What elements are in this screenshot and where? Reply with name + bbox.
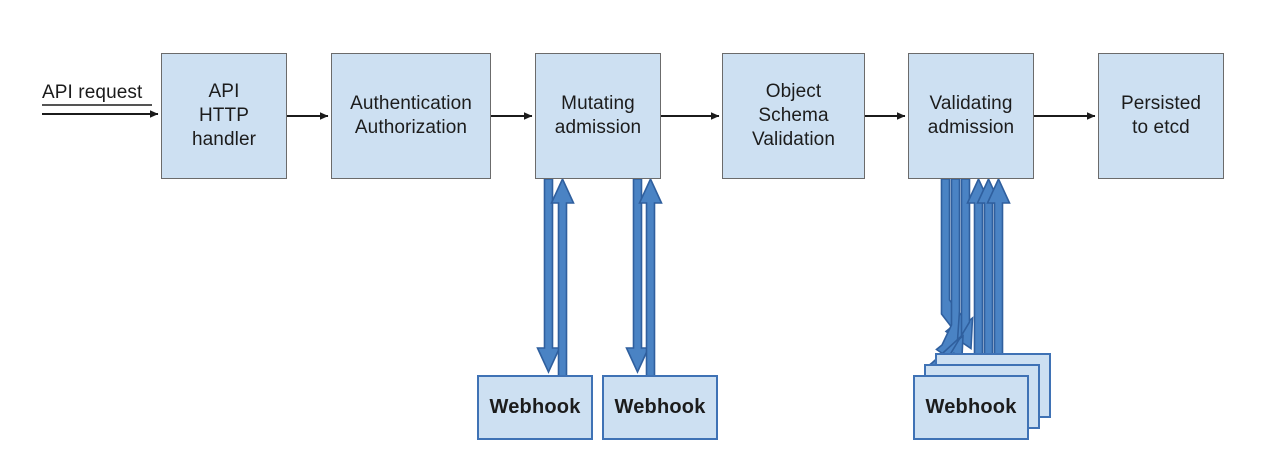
node-authn-authz[interactable]: Authentication Authorization <box>331 53 491 179</box>
arrow-validating-admission-to-validating-webhook-stack-2 <box>935 178 964 368</box>
webhook-box-mutating-2[interactable]: Webhook <box>602 375 718 440</box>
node-api-http-handler[interactable]: API HTTP handler <box>161 53 287 179</box>
arrow-mutating-webhook-2-to-mutating-admission <box>638 177 663 377</box>
webhook-box-validating-stack-front[interactable]: Webhook <box>913 375 1029 440</box>
node-persisted-to-etcd[interactable]: Persisted to etcd <box>1098 53 1224 179</box>
arrow-mutating-webhook-1-to-mutating-admission <box>550 177 575 377</box>
connector-entry-to-api-http-handler <box>42 104 159 118</box>
arrow-mutating-admission-to-mutating-webhook-1 <box>536 178 561 374</box>
entry-label-api-request: API request <box>42 82 143 103</box>
node-validating-admission[interactable]: Validating admission <box>908 53 1034 179</box>
arrow-validating-admission-to-validating-webhook-stack-1 <box>940 178 974 350</box>
webhook-box-mutating-1[interactable]: Webhook <box>477 375 593 440</box>
node-mutating-admission[interactable]: Mutating admission <box>535 53 661 179</box>
arrow-mutating-admission-to-mutating-webhook-2 <box>625 178 650 374</box>
node-object-schema-validation[interactable]: Object Schema Validation <box>722 53 865 179</box>
arrowhead-validating-call-3-overlay <box>927 354 954 385</box>
